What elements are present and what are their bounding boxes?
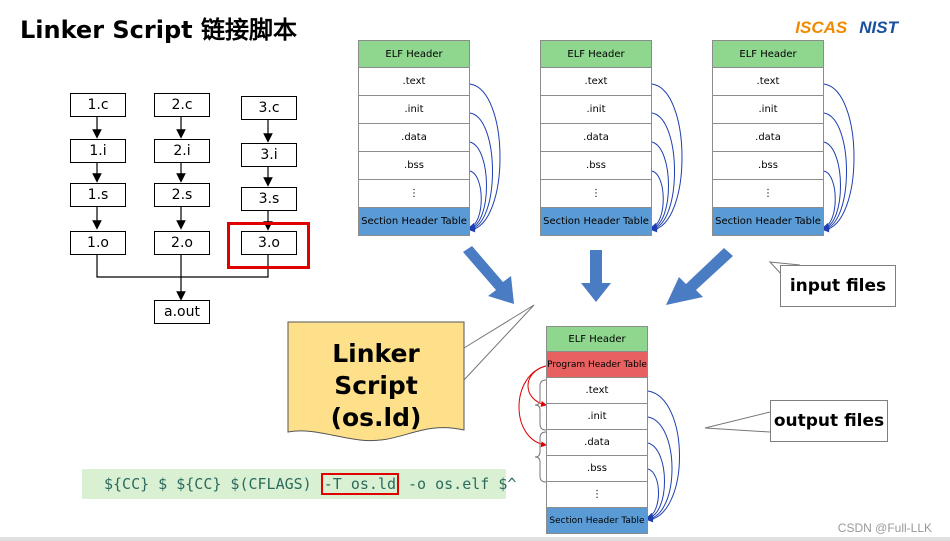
section-ellipsis: ⋮: [358, 180, 470, 208]
output-files-callout: output files: [770, 400, 888, 442]
watermark: CSDN @Full-LLK: [837, 521, 932, 535]
section-bss: .bss: [712, 152, 824, 180]
section-text: .text: [712, 68, 824, 96]
section-data: .data: [712, 124, 824, 152]
section-text: .text: [358, 68, 470, 96]
section-text: .text: [540, 68, 652, 96]
bottom-bar: [0, 537, 950, 541]
preprocessed-2i: 2.i: [154, 139, 210, 163]
command-linker-flag: -T os.ld: [320, 473, 399, 495]
preprocessed-1i: 1.i: [70, 139, 126, 163]
merge-arrows: [463, 246, 733, 305]
section-init: .init: [712, 96, 824, 124]
section-data: .data: [546, 430, 648, 456]
section-header-table: Section Header Table: [358, 208, 470, 236]
linker-script-shape: [287, 321, 465, 442]
object-1o: 1.o: [70, 231, 126, 255]
linker-script-title: Linker Script: [332, 339, 420, 400]
program-header-table: Program Header Table: [546, 352, 648, 378]
logo-nist: NIST: [859, 18, 898, 37]
elf-header: ELF Header: [540, 40, 652, 68]
assembly-1s: 1.s: [70, 183, 126, 207]
section-init: .init: [358, 96, 470, 124]
object-2o: 2.o: [154, 231, 210, 255]
section-ellipsis: ⋮: [546, 482, 648, 508]
assembly-2s: 2.s: [154, 183, 210, 207]
section-ellipsis: ⋮: [540, 180, 652, 208]
section-bss: .bss: [546, 456, 648, 482]
output-aout: a.out: [154, 300, 210, 324]
section-header-table: Section Header Table: [546, 508, 648, 534]
input-elf-file-3: ELF Header .text .init .data .bss ⋮ Sect…: [712, 40, 824, 236]
section-header-table: Section Header Table: [712, 208, 824, 236]
source-3c: 3.c: [241, 96, 297, 120]
section-init: .init: [546, 404, 648, 430]
command-suffix: -o os.elf $^: [399, 475, 517, 493]
elf-header: ELF Header: [546, 326, 648, 352]
object-3o: 3.o: [241, 231, 297, 255]
compile-arrows: [92, 115, 273, 301]
source-2c: 2.c: [154, 93, 210, 117]
assembly-3s: 3.s: [241, 187, 297, 211]
highlight-3o: [227, 222, 310, 269]
source-1c: 1.c: [70, 93, 126, 117]
preprocessed-3i: 3.i: [241, 143, 297, 167]
input-elf-file-2: ELF Header .text .init .data .bss ⋮ Sect…: [540, 40, 652, 236]
elf-header: ELF Header: [712, 40, 824, 68]
section-data: .data: [358, 124, 470, 152]
page-title: Linker Script 链接脚本: [20, 16, 297, 44]
elf-header: ELF Header: [358, 40, 470, 68]
linker-script-label: Linker Script (os.ld): [288, 338, 464, 434]
input-elf-file-1: ELF Header .text .init .data .bss ⋮ Sect…: [358, 40, 470, 236]
logo-iscas: ISCAS: [795, 18, 848, 37]
section-bss: .bss: [358, 152, 470, 180]
output-elf-file: ELF Header Program Header Table .text .i…: [546, 326, 648, 534]
section-header-table: Section Header Table: [540, 208, 652, 236]
section-bss: .bss: [540, 152, 652, 180]
link-command: ${CC} $ ${CC} $(CFLAGS) -T os.ld -o os.e…: [82, 469, 516, 499]
linker-script-filename: (os.ld): [330, 403, 422, 432]
section-init: .init: [540, 96, 652, 124]
input-files-callout: input files: [780, 265, 896, 307]
command-prefix: ${CC} $ ${CC} $(CFLAGS): [104, 475, 321, 493]
section-text: .text: [546, 378, 648, 404]
section-ellipsis: ⋮: [712, 180, 824, 208]
section-data: .data: [540, 124, 652, 152]
logo: ISCAS NIST: [795, 18, 898, 38]
